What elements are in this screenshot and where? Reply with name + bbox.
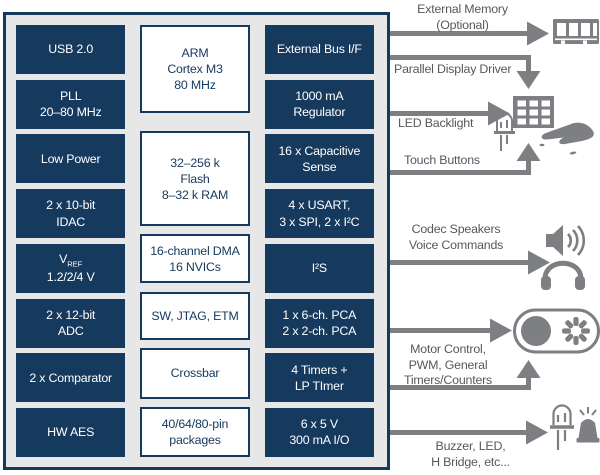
arrow-external-memory [390,21,549,46]
speaker-icon [546,225,586,256]
block-external-bus: External Bus I/F [264,25,374,74]
block-i2s: I²S [264,243,374,293]
headphones-icon [541,260,585,290]
block-timers: 4 Timers +LP TImer [264,353,374,403]
led-icon [494,112,515,151]
label-external-memory: External Memory(Optional) [417,2,508,32]
memory-module-icon [553,19,599,45]
block-usart-spi-i2c: 4 x USART,3 x SPI, 2 x I²C [264,189,374,239]
label-parallel-display-driver: Parallel Display Driver [394,62,512,76]
block-usb: USB 2.0 [16,25,126,74]
siren-icon [576,407,600,443]
block-comparator: 2 x Comparator [16,353,126,403]
arrow-motor [390,318,512,343]
block-hw-aes: HW AES [16,407,126,457]
hand-touch-icon [539,122,594,155]
label-buzzer-led: Buzzer, LED,H Bridge, etc... [431,439,510,469]
block-crossbar: Crossbar [140,347,250,399]
arrow-codec [390,250,550,275]
block-low-power: Low Power [16,134,126,184]
vref-label: VREF [59,252,83,269]
label-touch-buttons: Touch Buttons [404,153,480,167]
arrows-and-icons-art [390,19,600,450]
arrow-buzzer [390,420,548,445]
arrow-timers-motor [390,360,541,390]
arrow-led-backlight [390,101,510,126]
led-icon-bottom [550,404,574,450]
block-vref: VREF 1.2/2/4 V [16,243,126,293]
block-sw-jtag-etm: SW, JTAG, ETM [140,291,250,340]
led-matrix-icon [513,96,554,128]
arrow-touch-buttons [390,143,541,175]
peripherals-panel: External Memory(Optional) Parallel Displ… [390,0,600,475]
label-led-backlight: LED Backlight [398,116,474,130]
arrow-parallel-display [390,55,541,89]
motor-icon [513,308,600,354]
